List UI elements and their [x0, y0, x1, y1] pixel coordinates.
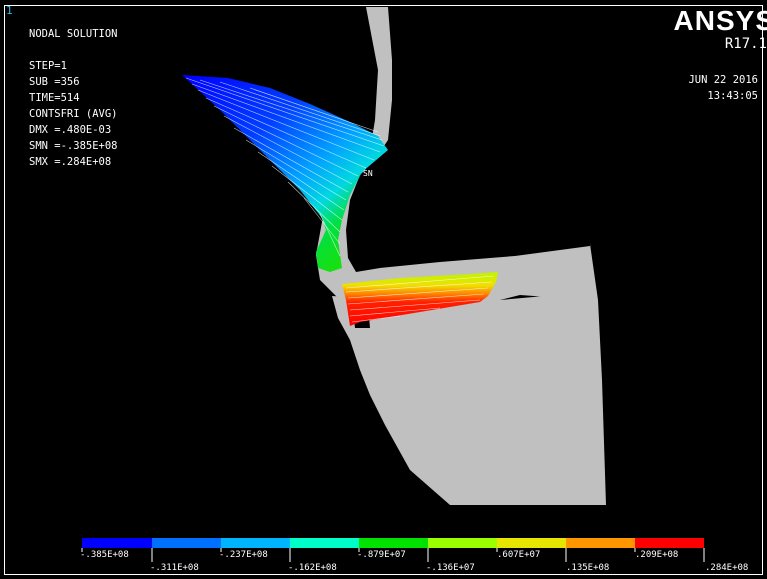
solution-info-block: NODAL SOLUTION STEP=1 SUB =356 TIME=514 … [29, 26, 118, 170]
info-line-step: STEP=1 [29, 60, 67, 72]
legend-swatch-4 [290, 538, 359, 548]
info-line-dmx: DMX =.480E-03 [29, 124, 112, 136]
info-line-smx: SMX =.284E+08 [29, 156, 112, 168]
version-label: R17.1 [724, 36, 767, 52]
legend-label-2: -.311E+08 [150, 563, 199, 573]
shell-body [366, 7, 392, 152]
legend-label-4: -.162E+08 [288, 563, 337, 573]
viewport-frame [4, 5, 763, 575]
legend-label-5: -.879E+07 [357, 550, 406, 560]
contour-upper-hatch [185, 77, 385, 257]
legend-label-1: -.385E+08 [80, 550, 129, 560]
info-line-time: TIME=514 [29, 92, 80, 104]
legend-swatch-2 [152, 538, 221, 548]
legend-swatch-8 [566, 538, 635, 548]
legend-label-7: .607E+07 [497, 550, 541, 560]
legend-label-8: .135E+08 [566, 563, 610, 573]
fillet-body [316, 150, 590, 302]
ansys-brand: ANSYS R17.1 [673, 5, 767, 53]
node-label-sn: SN [363, 169, 373, 178]
date-label: JUN 22 2016 [688, 74, 758, 86]
window-number: 1 [6, 4, 13, 17]
legend-swatch-6 [428, 538, 497, 548]
legend-label-10: .284E+08 [705, 563, 749, 573]
info-line-sub: SUB =356 [29, 76, 80, 88]
info-line-smn: SMN =-.385E+08 [29, 140, 118, 152]
contour-upper-wedge [182, 75, 388, 272]
info-line-title: NODAL SOLUTION [29, 28, 118, 40]
legend-label-6: -.136E+07 [426, 563, 475, 573]
time-label: 13:43:05 [707, 90, 758, 102]
legend-swatch-5 [359, 538, 428, 548]
ansys-logo: ANSYS [673, 5, 767, 36]
legend-swatch-7 [497, 538, 566, 548]
legend-label-3: -.237E+08 [219, 550, 268, 560]
legend-swatch-9 [635, 538, 704, 548]
legend-label-9: .209E+08 [635, 550, 679, 560]
legend-swatch-3 [221, 538, 290, 548]
info-line-result: CONTSFRI (AVG) [29, 108, 118, 120]
timestamp-block: JUN 22 2016 13:43:05 [688, 72, 758, 104]
legend-swatch-1 [82, 538, 152, 548]
contour-lower-hatch [345, 275, 495, 323]
